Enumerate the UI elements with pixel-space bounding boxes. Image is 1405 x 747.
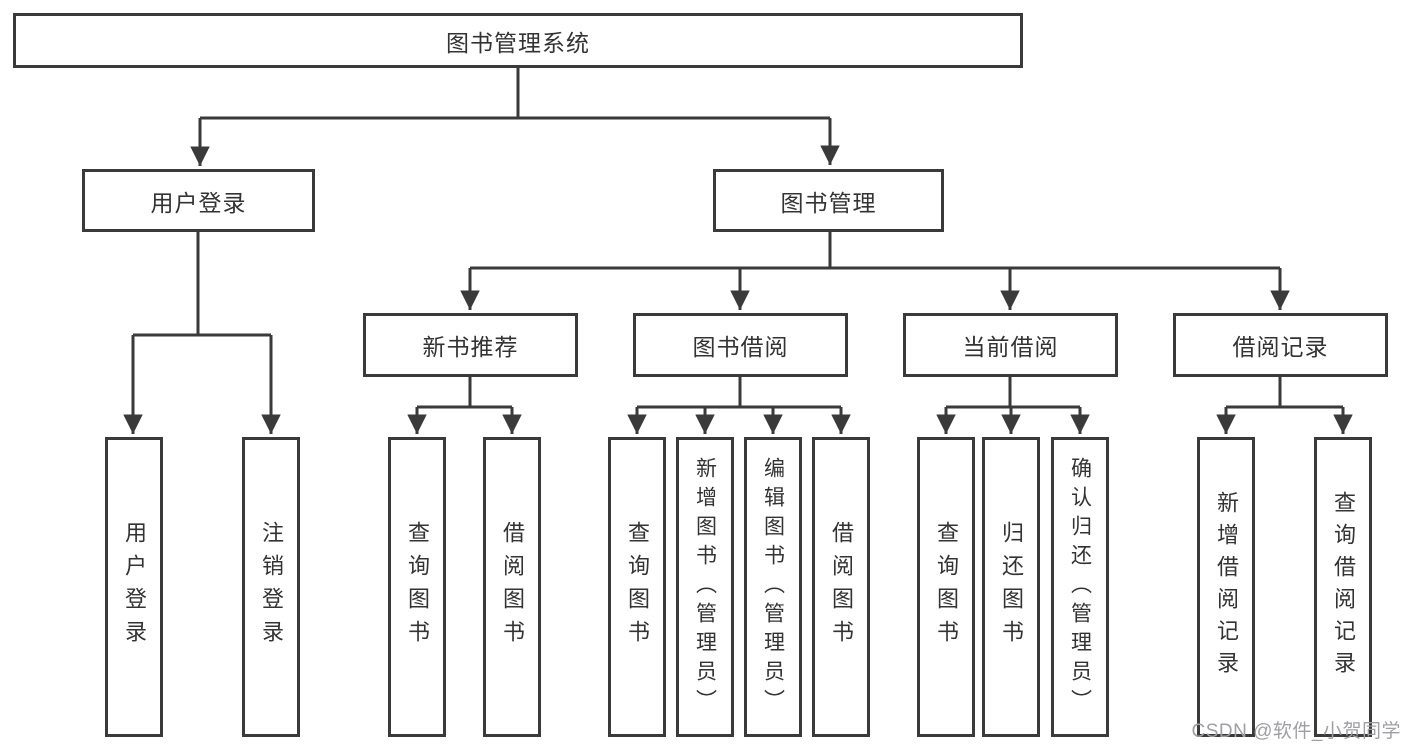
leaf-node-query-books-recommend: 查询图书 — [388, 437, 446, 737]
leaf-node-query-borrow-record: 查询借阅记录 — [1314, 437, 1372, 737]
leaf-node-query-books-recommend-label: 查询图书 — [405, 521, 430, 653]
leaf-node-edit-books-admin: 编辑图书（管理员） — [744, 437, 802, 737]
level3-node-book-borrow: 图书借阅 — [633, 313, 848, 377]
leaf-node-add-borrow-record: 新增借阅记录 — [1197, 437, 1255, 737]
root-node-label: 图书管理系统 — [446, 29, 590, 56]
leaf-node-query-borrow-record-label: 查询借阅记录 — [1331, 491, 1356, 683]
leaf-node-query-books-current-label: 查询图书 — [934, 521, 959, 653]
leaf-node-borrow-books-label: 借阅图书 — [829, 521, 854, 653]
level2-node-book-management-label: 图书管理 — [780, 189, 877, 216]
level3-node-book-borrow-label: 图书借阅 — [692, 334, 789, 360]
leaf-node-logout-label: 注销登录 — [259, 521, 284, 653]
level2-node-user-login: 用户登录 — [82, 169, 315, 232]
leaf-node-logout: 注销登录 — [242, 437, 300, 737]
level3-node-current-borrow: 当前借阅 — [903, 313, 1118, 377]
root-node: 图书管理系统 — [13, 13, 1023, 68]
leaf-node-borrow-books-recommend: 借阅图书 — [483, 437, 541, 737]
leaf-node-edit-books-admin-label: 编辑图书（管理员） — [761, 456, 785, 718]
leaf-node-return-books-label: 归还图书 — [999, 521, 1024, 653]
leaf-node-borrow-books: 借阅图书 — [812, 437, 870, 737]
watermark: CSDN @软件_小贺同学 — [1191, 721, 1401, 742]
leaf-node-query-books-borrow: 查询图书 — [608, 437, 666, 737]
level3-node-current-borrow-label: 当前借阅 — [962, 334, 1059, 360]
level2-node-book-management: 图书管理 — [713, 169, 944, 232]
leaf-node-add-borrow-record-label: 新增借阅记录 — [1214, 491, 1239, 683]
leaf-node-confirm-return-admin: 确认归还（管理员） — [1051, 437, 1109, 737]
leaf-node-confirm-return-admin-label: 确认归还（管理员） — [1068, 456, 1092, 718]
leaf-node-return-books: 归还图书 — [982, 437, 1040, 737]
level2-node-user-login-label: 用户登录 — [150, 189, 247, 216]
level3-node-new-book-recommend-label: 新书推荐 — [422, 334, 519, 360]
leaf-node-borrow-books-recommend-label: 借阅图书 — [500, 521, 525, 653]
leaf-node-add-books-admin-label: 新增图书（管理员） — [693, 456, 717, 718]
leaf-node-query-books-current: 查询图书 — [917, 437, 975, 737]
leaf-node-query-books-borrow-label: 查询图书 — [625, 521, 650, 653]
leaf-node-user-login: 用户登录 — [105, 437, 163, 737]
level3-node-borrow-records: 借阅记录 — [1173, 313, 1388, 377]
leaf-node-add-books-admin: 新增图书（管理员） — [676, 437, 734, 737]
leaf-node-user-login-label: 用户登录 — [122, 521, 147, 653]
level3-node-new-book-recommend: 新书推荐 — [363, 313, 578, 377]
level3-node-borrow-records-label: 借阅记录 — [1232, 334, 1329, 360]
